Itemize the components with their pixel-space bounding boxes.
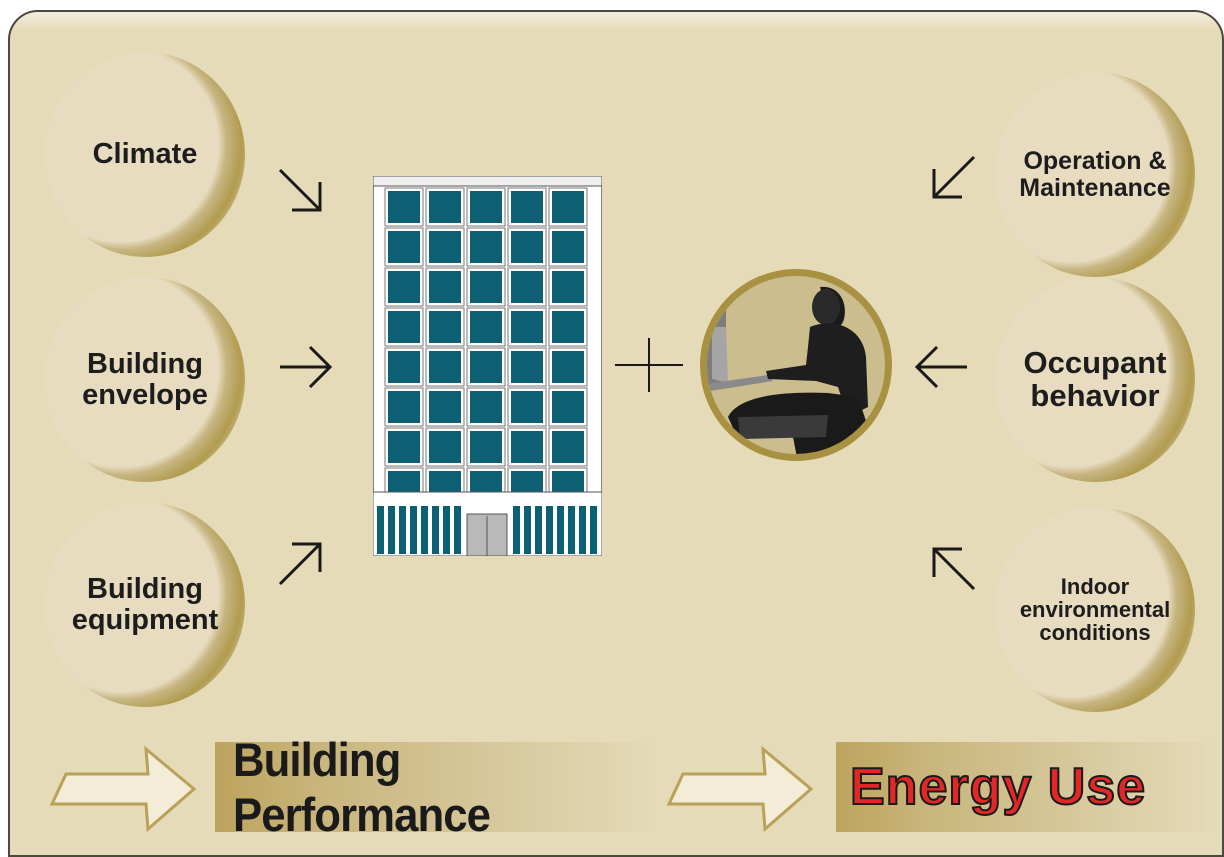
window	[470, 191, 502, 223]
window	[429, 311, 461, 343]
factor-occupant-behavior: Occupant behavior	[995, 277, 1195, 482]
window	[552, 231, 584, 263]
factor-label: Operation & Maintenance	[1019, 147, 1171, 202]
window	[429, 351, 461, 383]
base-panel	[524, 506, 531, 554]
window	[388, 391, 420, 423]
window	[552, 271, 584, 303]
base-panel	[454, 506, 461, 554]
energy-use-label: Energy Use	[849, 757, 1147, 817]
window	[511, 231, 543, 263]
base-panel	[443, 506, 450, 554]
arrow-up-right-icon	[272, 532, 332, 592]
window	[552, 191, 584, 223]
base-panel	[432, 506, 439, 554]
base-panel	[513, 506, 520, 554]
building-performance-label: Building Performance	[233, 733, 491, 841]
factor-label: Climate	[92, 138, 198, 171]
window	[552, 391, 584, 423]
window	[470, 271, 502, 303]
window	[511, 391, 543, 423]
window	[511, 271, 543, 303]
factor-label: Indoor environmental conditions	[1019, 573, 1171, 646]
building-performance-banner: Building Performance	[215, 733, 650, 841]
window	[388, 271, 420, 303]
window	[511, 431, 543, 463]
arrow-left-icon	[912, 337, 972, 397]
window	[552, 431, 584, 463]
window	[552, 351, 584, 383]
factor-building-equipment: Building equipment	[45, 502, 245, 707]
window	[429, 271, 461, 303]
occupant-at-computer-icon	[698, 267, 894, 463]
factor-label: Building equipment	[71, 573, 219, 636]
window	[552, 311, 584, 343]
window	[429, 191, 461, 223]
window	[511, 351, 543, 383]
arrow-down-left-icon	[922, 149, 982, 209]
window	[429, 231, 461, 263]
window	[388, 231, 420, 263]
base-panel	[377, 506, 384, 554]
window	[388, 191, 420, 223]
window	[470, 351, 502, 383]
arrow-down-right-icon	[272, 162, 332, 222]
base-panel	[590, 506, 597, 554]
building-icon	[372, 175, 603, 557]
base-panel	[410, 506, 417, 554]
arrow-up-left-icon	[922, 537, 982, 597]
base-panel	[568, 506, 575, 554]
window	[470, 431, 502, 463]
window	[388, 351, 420, 383]
window	[388, 311, 420, 343]
energy-use-banner: Energy Use	[836, 742, 1209, 832]
factor-indoor-conditions: Indoor environmental conditions	[995, 507, 1195, 712]
base-panel	[546, 506, 553, 554]
base-panel	[399, 506, 406, 554]
factor-climate: Climate	[45, 52, 245, 257]
result-arrow-icon	[48, 739, 198, 839]
diagram-panel: Climate Building envelope Building equip…	[8, 10, 1224, 857]
window	[429, 431, 461, 463]
base-panel	[421, 506, 428, 554]
base-panel	[557, 506, 564, 554]
factor-label: Building envelope	[82, 348, 208, 411]
window	[511, 311, 543, 343]
window	[470, 231, 502, 263]
factor-operation-maintenance: Operation & Maintenance	[995, 72, 1195, 277]
window	[470, 391, 502, 423]
base-panel	[535, 506, 542, 554]
window	[511, 191, 543, 223]
result-arrow-icon	[665, 739, 815, 839]
arrow-right-icon	[275, 337, 335, 397]
factor-label: Occupant behavior	[1023, 344, 1167, 413]
base-panel	[579, 506, 586, 554]
factor-building-envelope: Building envelope	[45, 277, 245, 482]
base-panel	[388, 506, 395, 554]
window	[470, 311, 502, 343]
window	[429, 391, 461, 423]
plus-icon	[615, 338, 683, 392]
window	[388, 431, 420, 463]
